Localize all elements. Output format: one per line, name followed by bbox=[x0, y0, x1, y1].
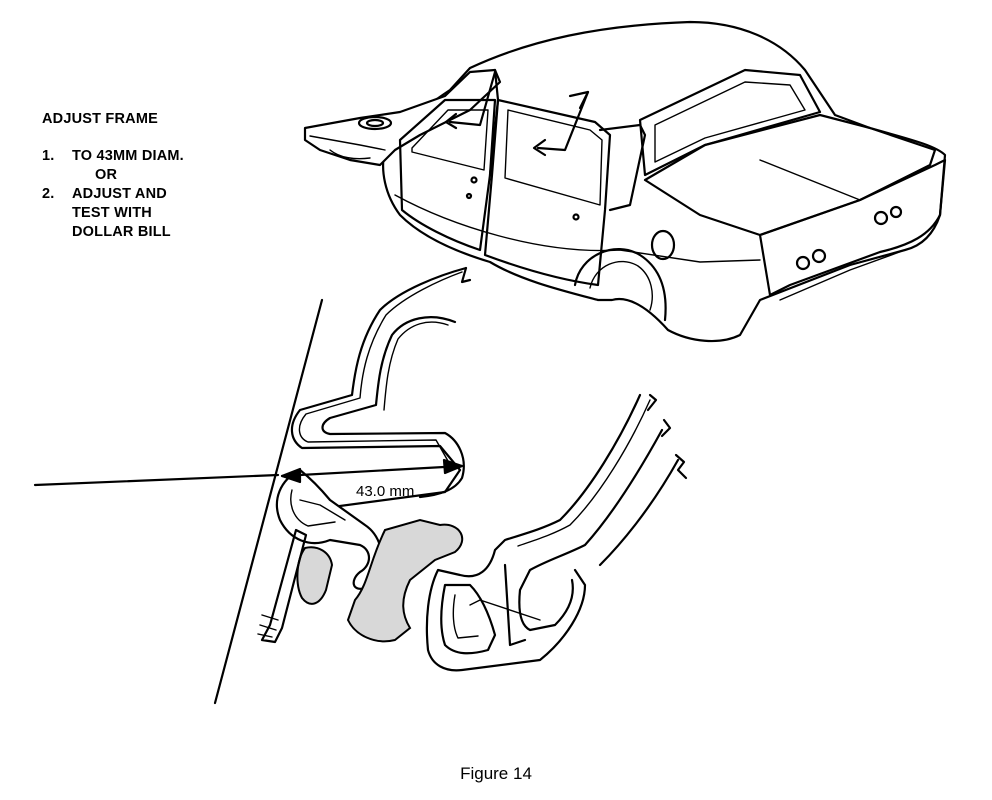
step-number: 2. bbox=[42, 185, 55, 202]
trunk-lid bbox=[643, 113, 937, 237]
frame-section-detail: 43.0 mm bbox=[33, 266, 688, 705]
instructions-title: ADJUST FRAME bbox=[42, 111, 158, 127]
rear-panel bbox=[758, 158, 947, 297]
step-line: DOLLAR BILL bbox=[72, 223, 171, 240]
door-seal-outer bbox=[425, 393, 642, 672]
dimension-leader-line bbox=[33, 473, 280, 487]
adjust-arrow-front bbox=[448, 70, 497, 127]
tail-lamp-right bbox=[873, 210, 889, 226]
dimension-arrow-left bbox=[280, 467, 302, 484]
rear-window bbox=[504, 109, 603, 206]
foam-filler bbox=[346, 518, 464, 643]
step-line: ADJUST AND bbox=[72, 185, 167, 202]
glass-reference-line bbox=[213, 298, 324, 705]
car-roof bbox=[382, 20, 947, 343]
front-strut-tower bbox=[357, 115, 393, 131]
rear-backlight bbox=[638, 68, 822, 177]
front-strut-tower-inner bbox=[365, 118, 385, 128]
rear-door bbox=[483, 98, 612, 287]
instructions-block: ADJUST FRAME 1. TO 43MM DIAM. OR 2. ADJU… bbox=[42, 112, 184, 242]
foam-filler-small bbox=[296, 546, 334, 605]
instruction-step-1: 1. TO 43MM DIAM. OR bbox=[42, 147, 184, 185]
dimension-line bbox=[280, 464, 464, 478]
figure-caption: Figure 14 bbox=[460, 764, 532, 783]
step-line: TEST WITH bbox=[72, 204, 152, 221]
frame-channel-outer bbox=[290, 266, 468, 512]
adjust-arrow-rear bbox=[536, 90, 590, 152]
step-number: 1. bbox=[42, 147, 55, 164]
instruction-step-2: 2. ADJUST AND TEST WITH DOLLAR BILL bbox=[42, 185, 184, 242]
dimension-arrow-right bbox=[442, 458, 464, 475]
step-line-or: OR bbox=[95, 166, 118, 183]
dimension-label: 43.0 mm bbox=[356, 483, 414, 500]
door-seal-inner bbox=[518, 428, 664, 632]
rear-wheel-well bbox=[573, 248, 667, 322]
car-body-illustration bbox=[303, 20, 947, 343]
weatherstrip-seal bbox=[275, 468, 383, 590]
front-window bbox=[411, 109, 489, 171]
tail-lamp-left bbox=[795, 255, 811, 271]
fuel-door bbox=[650, 229, 676, 261]
mounting-clip bbox=[260, 528, 308, 644]
step-line: TO 43MM DIAM. bbox=[72, 147, 184, 164]
frame-channel-inner bbox=[321, 316, 465, 499]
